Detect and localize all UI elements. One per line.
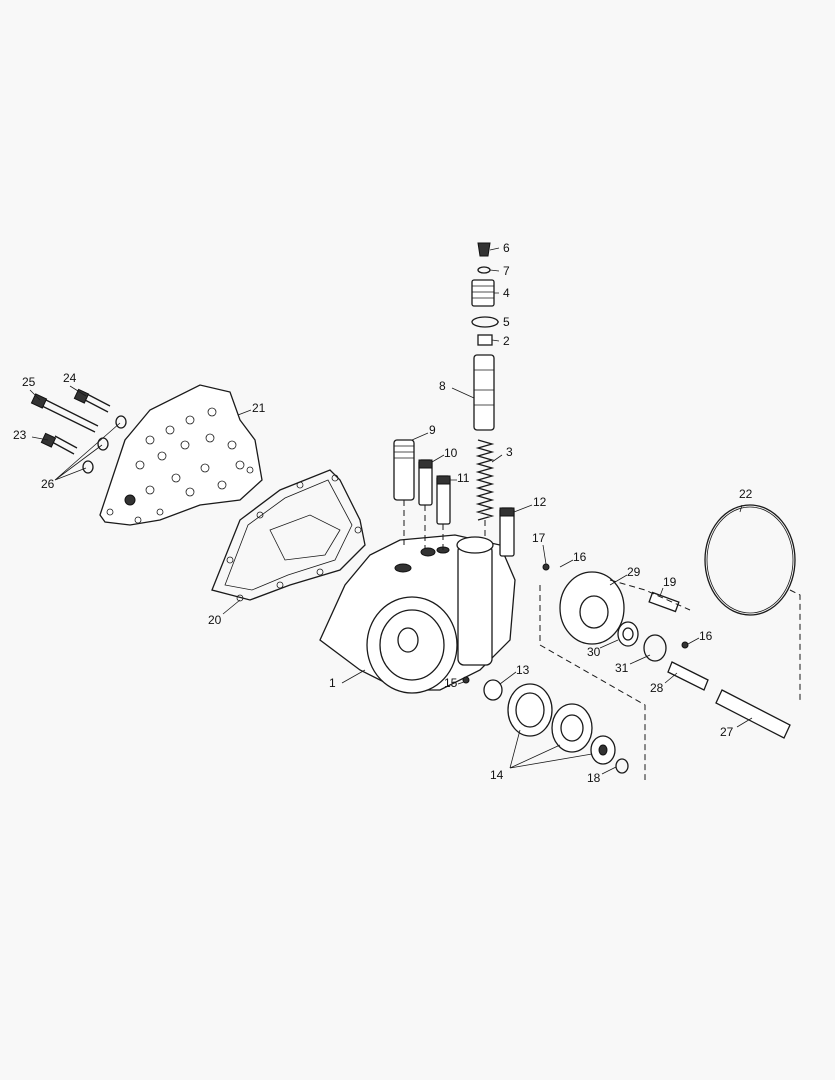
callout-22: 22 [739, 487, 753, 501]
callout-12: 12 [533, 495, 547, 509]
callout-7: 7 [503, 264, 510, 278]
valve-stack [471, 242, 499, 540]
callout-3: 3 [506, 445, 513, 459]
callout-10: 10 [444, 446, 458, 460]
leader-lines [29, 247, 753, 775]
callout-17: 17 [532, 531, 546, 545]
callout-11: 11 [457, 471, 470, 485]
callout-6: 6 [503, 241, 510, 255]
callout-31: 31 [615, 661, 629, 675]
callout-26: 26 [41, 477, 55, 491]
callout-25: 25 [22, 375, 36, 389]
callout-14: 14 [490, 768, 504, 782]
pump-cover-29 [542, 563, 689, 662]
gear-set-14 [462, 676, 629, 774]
callout-30: 30 [587, 645, 601, 659]
callout-23: 23 [13, 428, 27, 442]
callout-16-lower: 16 [699, 629, 713, 643]
shafts-27-28 [667, 504, 796, 739]
pump-housing-1 [319, 534, 516, 694]
callout-28: 28 [650, 681, 664, 695]
callout-8: 8 [439, 379, 446, 393]
callout-27: 27 [720, 725, 734, 739]
callout-1: 1 [329, 676, 336, 690]
callout-4: 4 [503, 286, 510, 300]
callout-labels: 6 7 4 5 2 8 9 10 11 3 12 22 21 25 24 23 … [13, 241, 753, 785]
callout-19: 19 [663, 575, 677, 589]
bolts-23-25 [30, 388, 127, 474]
callout-2: 2 [503, 334, 510, 348]
callout-16-upper: 16 [573, 550, 587, 564]
callout-21: 21 [252, 401, 266, 415]
callout-18: 18 [587, 771, 601, 785]
plugs-9-12 [393, 439, 515, 557]
callout-5: 5 [503, 315, 510, 329]
cover-plate-21 [99, 384, 263, 526]
gasket-20 [211, 469, 366, 602]
callout-24: 24 [63, 371, 77, 385]
callout-29: 29 [627, 565, 641, 579]
assembly-lines [539, 579, 801, 780]
callout-13: 13 [516, 663, 530, 677]
callout-20: 20 [208, 613, 222, 627]
callout-9: 9 [429, 423, 436, 437]
callout-15: 15 [444, 676, 458, 690]
